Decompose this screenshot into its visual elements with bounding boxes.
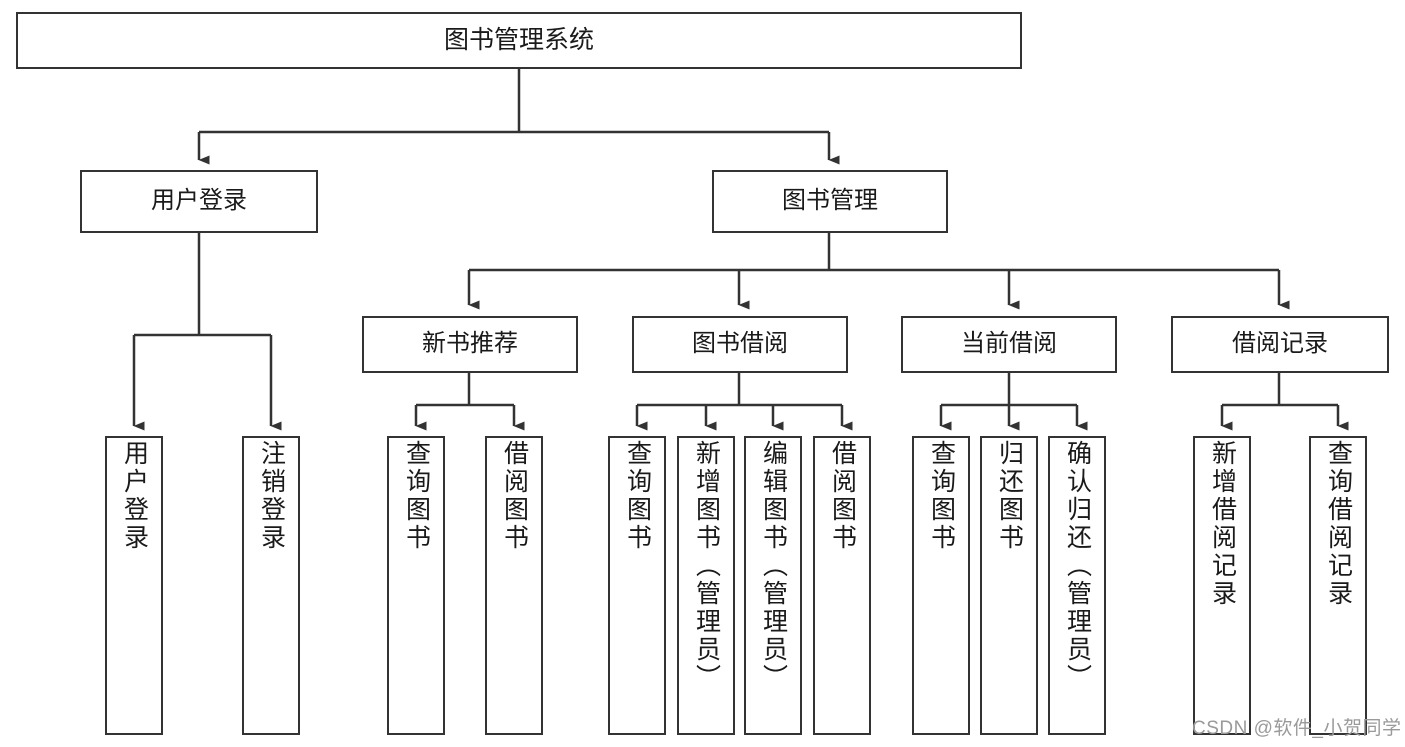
leaf-new-book-2[interactable]: 借阅图书 — [485, 436, 543, 735]
leaf-book-borrow-3[interactable]: 编辑图书（管理员） — [744, 436, 802, 735]
node-book-borrow-label: 图书借阅 — [692, 330, 788, 358]
leaf-book-borrow-1-label: 查询图书 — [623, 440, 652, 552]
leaf-current-borrow-2-label: 归还图书 — [995, 440, 1024, 552]
node-user-login[interactable]: 用户登录 — [80, 170, 318, 233]
leaf-book-borrow-4[interactable]: 借阅图书 — [813, 436, 871, 735]
leaf-book-borrow-1[interactable]: 查询图书 — [608, 436, 666, 735]
node-root[interactable]: 图书管理系统 — [16, 12, 1022, 69]
leaf-current-borrow-2[interactable]: 归还图书 — [980, 436, 1038, 735]
node-new-book-recommend-label: 新书推荐 — [422, 330, 518, 358]
leaf-borrow-record-2[interactable]: 查询借阅记录 — [1309, 436, 1367, 735]
node-book-manage[interactable]: 图书管理 — [712, 170, 948, 233]
leaf-current-borrow-3[interactable]: 确认归还（管理员） — [1048, 436, 1106, 735]
leaf-book-borrow-3-label: 编辑图书（管理员） — [759, 440, 788, 692]
leaf-book-borrow-2[interactable]: 新增图书（管理员） — [677, 436, 735, 735]
node-current-borrow[interactable]: 当前借阅 — [901, 316, 1117, 373]
leaf-current-borrow-3-label: 确认归还（管理员） — [1063, 440, 1092, 692]
node-borrow-record-label: 借阅记录 — [1232, 330, 1328, 358]
csdn-watermark: CSDN @软件_小贺同学 — [1192, 718, 1402, 739]
node-borrow-record[interactable]: 借阅记录 — [1171, 316, 1389, 373]
leaf-borrow-record-1-label: 新增借阅记录 — [1208, 440, 1237, 608]
node-root-label: 图书管理系统 — [443, 25, 594, 54]
node-book-manage-label: 图书管理 — [782, 187, 878, 215]
leaf-user-login-2-label: 注销登录 — [257, 440, 286, 552]
node-new-book-recommend[interactable]: 新书推荐 — [362, 316, 578, 373]
node-current-borrow-label: 当前借阅 — [961, 330, 1057, 358]
leaf-user-login-1[interactable]: 用户登录 — [105, 436, 163, 735]
node-user-login-label: 用户登录 — [151, 187, 247, 215]
leaf-borrow-record-2-label: 查询借阅记录 — [1324, 440, 1353, 608]
leaf-new-book-1[interactable]: 查询图书 — [387, 436, 445, 735]
leaf-new-book-2-label: 借阅图书 — [500, 440, 529, 552]
leaf-user-login-2[interactable]: 注销登录 — [242, 436, 300, 735]
leaf-book-borrow-2-label: 新增图书（管理员） — [692, 440, 721, 692]
leaf-book-borrow-4-label: 借阅图书 — [828, 440, 857, 552]
leaf-current-borrow-1[interactable]: 查询图书 — [912, 436, 970, 735]
node-book-borrow[interactable]: 图书借阅 — [632, 316, 848, 373]
leaf-borrow-record-1[interactable]: 新增借阅记录 — [1193, 436, 1251, 735]
leaf-new-book-1-label: 查询图书 — [402, 440, 431, 552]
leaf-current-borrow-1-label: 查询图书 — [927, 440, 956, 552]
leaf-user-login-1-label: 用户登录 — [120, 440, 149, 552]
